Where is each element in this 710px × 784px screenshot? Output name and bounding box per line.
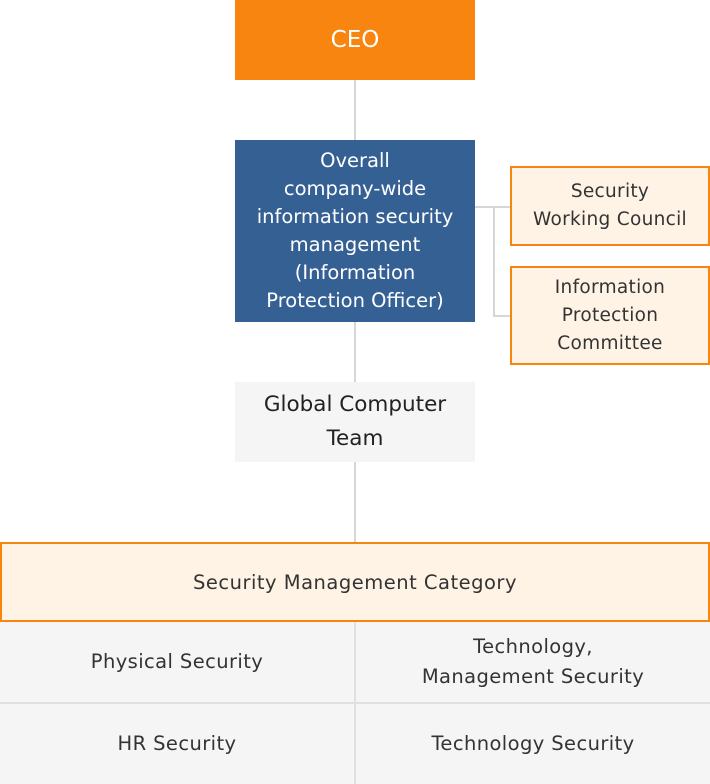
officer-line: Protection Officer) [266,289,444,312]
cell-line: Management Security [421,665,645,688]
connector-officer-branch [475,206,493,208]
connector-ceo-officer [354,80,356,140]
category-cell-technology-management-security: Technology, Management Security [356,622,710,702]
connector-branch-council [493,206,510,208]
ceo-label: CEO [330,27,380,53]
officer-line: management [289,233,421,256]
security-working-council-node: Security Working Council [510,166,710,246]
cell-line: HR Security [117,732,237,755]
officer-node: Overall company-wide information securit… [235,140,475,322]
connector-officer-team [354,322,356,382]
information-protection-committee-node: Information Protection Committee [510,266,710,365]
council-line: Security [570,181,650,202]
connector-team-category [354,462,356,542]
officer-line: Overall [320,149,390,172]
officer-line: company-wide [283,177,427,200]
category-cell-hr-security: HR Security [0,704,354,784]
global-computer-team-node: Global Computer Team [235,382,475,462]
security-management-category-header: Security Management Category [0,542,710,622]
team-line: Team [326,426,384,451]
cell-line: Technology Security [431,732,635,755]
cell-line: Physical Security [90,650,264,673]
cell-line: Technology, [473,635,593,658]
category-cell-physical-security: Physical Security [0,622,354,702]
connector-branch-committee [493,315,510,317]
connector-branch-vertical [493,206,495,316]
council-line: Working Council [533,209,687,230]
officer-line: information security [256,205,454,228]
committee-line: Protection [561,304,659,326]
committee-line: Information [554,276,666,298]
committee-line: Committee [557,332,663,354]
category-cell-technology-security: Technology Security [356,704,710,784]
team-line: Global Computer [263,392,447,417]
category-label: Security Management Category [192,570,517,594]
officer-line: (Information [294,261,416,284]
ceo-node: CEO [235,0,475,80]
grid-divider-horizontal [0,702,710,704]
